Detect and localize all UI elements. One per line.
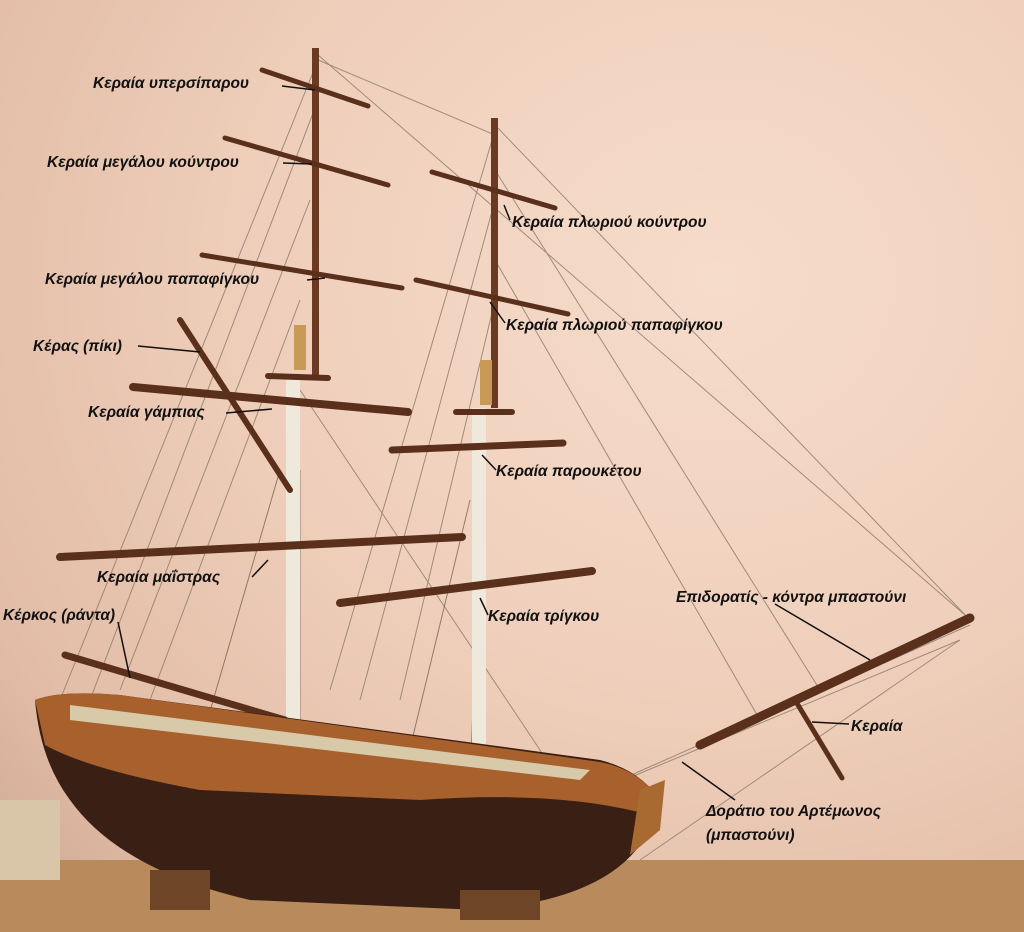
label-fore-topsail-yard: Κεραία πλωριού παπαφίγκου: [506, 317, 723, 334]
label-fore-yard: Κεραία τρίγκου: [488, 608, 600, 625]
yards: [56, 67, 975, 781]
label-main-lower-topsail-yard: Κεραία γάμπιας: [88, 404, 205, 421]
label-fore-topgallant-yard: Κεραία πλωριού κούντρου: [512, 214, 707, 231]
label-royal-yard: Κεραία υπερσίπαρου: [93, 75, 250, 92]
label-boom: Κέρκος (ράντα): [3, 607, 116, 624]
sofa: [0, 800, 60, 880]
masts: [286, 48, 498, 758]
stand-right: [460, 890, 540, 920]
label-bowsprit: Δοράτιο του Αρτέμωνος: [706, 803, 881, 820]
label-spritsail-yard: Κεραία: [851, 718, 903, 735]
leader-lines: [117, 85, 871, 801]
deck: [70, 705, 590, 780]
label-main-topgallant-yard: Κεραία μεγάλου κούντρου: [47, 154, 239, 171]
label-main-topsail-yard: Κεραία μεγάλου παπαφίγκου: [45, 271, 260, 288]
label-main-yard: Κεραία μαΐστρας: [97, 569, 220, 586]
label-jib-boom: Επιδορατίς - κόντρα μπαστούνι: [676, 589, 907, 606]
label-gaff: Κέρας (πίκι): [33, 338, 122, 355]
label-fore-lower-topsail-yard: Κεραία παρουκέτου: [496, 463, 642, 480]
figurehead: [630, 780, 665, 855]
label-bowsprit-alt: (μπαστούνι): [706, 827, 795, 844]
rigging: [59, 54, 971, 861]
stand-left: [150, 870, 210, 910]
